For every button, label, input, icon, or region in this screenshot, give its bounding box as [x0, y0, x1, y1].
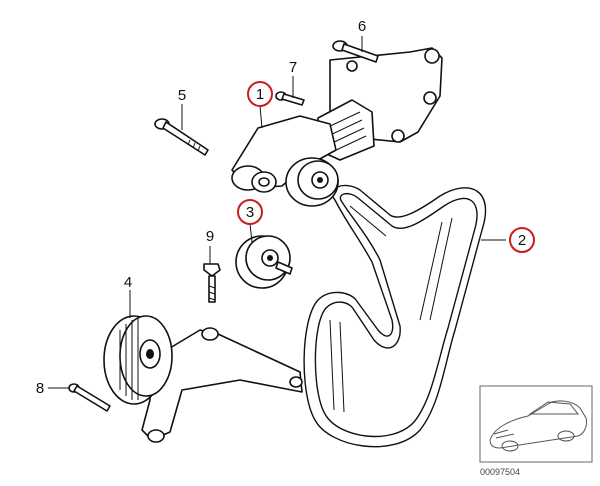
svg-text:2: 2	[518, 232, 526, 249]
callout-3: 3	[237, 199, 263, 225]
callout-1: 1	[247, 81, 273, 107]
reference-number: 00097504	[480, 467, 520, 477]
svg-text:7: 7	[289, 59, 297, 76]
idler-pulley	[235, 235, 293, 289]
pulley-bracket	[103, 315, 303, 443]
bolt-7	[275, 91, 305, 106]
callout-7: 7	[289, 59, 297, 76]
callout-8: 8	[36, 380, 44, 397]
callout-9: 9	[206, 228, 214, 245]
svg-text:5: 5	[178, 87, 186, 104]
svg-text:6: 6	[358, 18, 366, 35]
callout-2: 2	[509, 227, 535, 253]
callout-5: 5	[178, 87, 186, 104]
callout-4: 4	[124, 274, 132, 291]
belt-tensioner	[231, 47, 443, 207]
svg-text:8: 8	[36, 380, 44, 397]
leader-lines	[48, 36, 506, 389]
callout-6: 6	[358, 18, 366, 35]
svg-text:1: 1	[256, 86, 264, 103]
bolt-8	[68, 383, 111, 412]
svg-text:4: 4	[124, 274, 132, 291]
bolt-5	[154, 118, 209, 156]
svg-text:3: 3	[246, 204, 254, 221]
svg-text:9: 9	[206, 228, 214, 245]
vehicle-thumbnail	[479, 385, 593, 463]
bolt-9	[203, 263, 221, 303]
drive-belt	[303, 184, 487, 448]
bolt-6	[332, 40, 379, 63]
